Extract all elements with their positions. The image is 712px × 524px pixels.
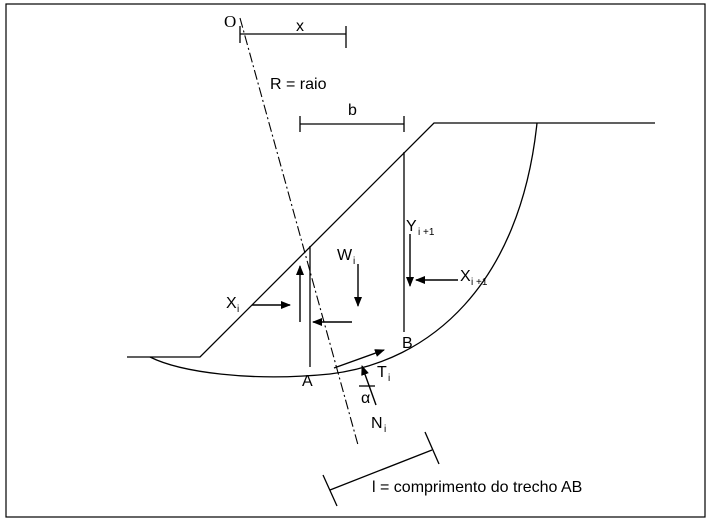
x-i-subscript: i xyxy=(237,304,239,315)
radius-label: R = raio xyxy=(270,76,327,93)
x-i-label: X xyxy=(226,295,237,312)
normal-subscript: i xyxy=(384,424,386,435)
y-next-subscript: i +1 xyxy=(418,227,435,238)
shear-label: T xyxy=(377,364,387,381)
length-tick-right xyxy=(424,431,440,465)
b-label: b xyxy=(348,102,357,119)
shear-subscript: i xyxy=(388,373,390,384)
force-shear-arrow xyxy=(333,349,385,369)
slip-circle xyxy=(149,122,538,378)
point-a-label: A xyxy=(302,373,313,390)
x-next-subscript: i +1 xyxy=(471,277,488,288)
radius-line xyxy=(239,17,359,446)
slope-surface xyxy=(127,122,655,358)
x-label: x xyxy=(296,18,304,35)
origin-label: O xyxy=(224,12,236,31)
length-caption: l = comprimento do trecho AB xyxy=(372,479,582,496)
weight-subscript: i xyxy=(353,256,355,267)
point-b-label: B xyxy=(402,335,413,352)
y-next-label: Y xyxy=(406,218,417,235)
angle-label: α xyxy=(361,390,370,407)
x-next-label: X xyxy=(460,268,471,285)
diagram-frame xyxy=(5,3,706,518)
weight-label: W xyxy=(337,247,353,264)
length-tick-left xyxy=(322,474,338,507)
normal-label: N xyxy=(371,415,383,432)
length-dimension-line xyxy=(329,449,433,491)
